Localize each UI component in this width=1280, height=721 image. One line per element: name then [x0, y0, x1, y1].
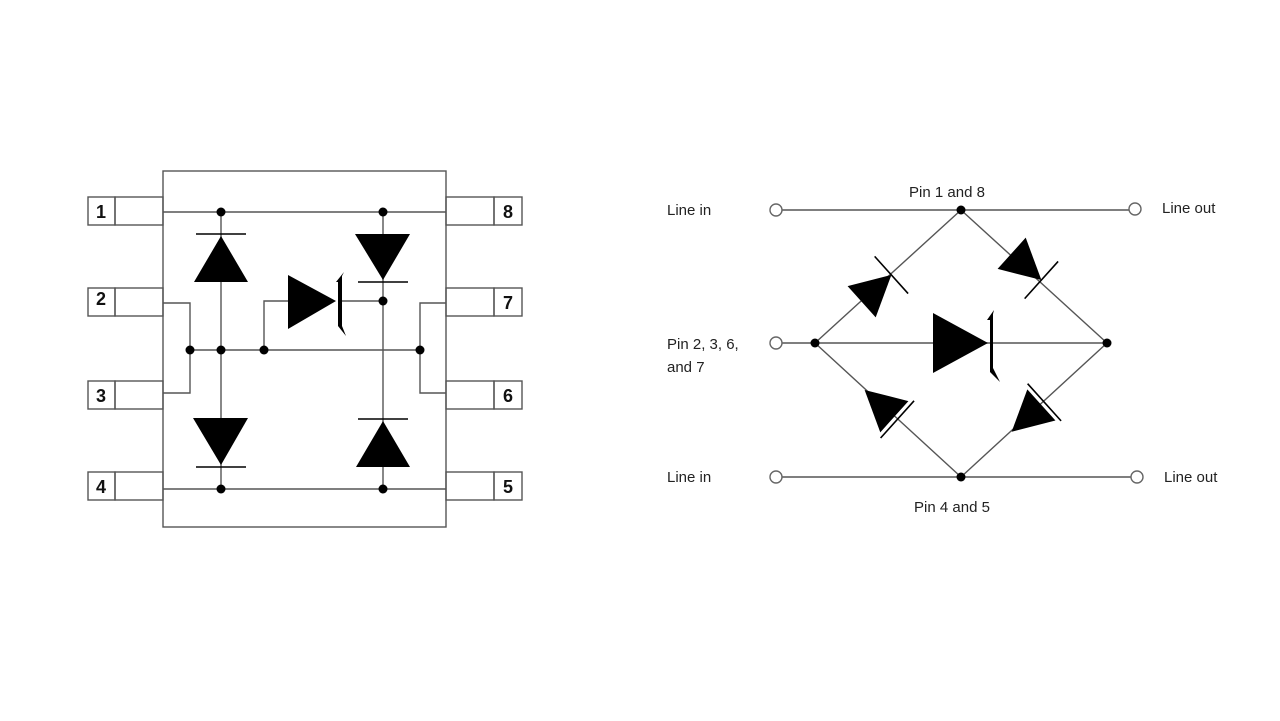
package-diagram: 1 2 3 4 8 7 6	[87, 170, 523, 528]
terminals	[769, 202, 1144, 484]
pin-3-label: 3	[96, 386, 106, 406]
label-pin-2367-line1: Pin 2, 3, 6,	[667, 336, 739, 353]
label-line-out-bottom: Line out	[1164, 469, 1218, 486]
terminal-line-in-bottom	[769, 470, 783, 484]
pin-4: 4	[87, 471, 164, 501]
diode-bottom-left	[193, 418, 248, 468]
terminal-line-in-top	[769, 203, 783, 217]
schematic-junction-dots	[810, 205, 1112, 482]
pin-7: 7	[445, 287, 523, 317]
pin-6: 6	[445, 380, 523, 410]
terminal-line-out-top	[1128, 202, 1142, 216]
label-pin-4-and-5: Pin 4 and 5	[914, 499, 990, 516]
diode-bottom-right	[356, 418, 410, 467]
junction-dots	[185, 207, 425, 494]
pin-5-label: 5	[503, 477, 513, 497]
bridge-diode-upper-left	[847, 255, 909, 318]
diode-top-left	[194, 233, 248, 282]
label-pin-1-and-8: Pin 1 and 8	[909, 184, 985, 201]
bridge-schematic: Line in Line out Pin 1 and 8 Pin 2, 3, 6…	[667, 184, 1218, 516]
pin-5: 5	[445, 471, 523, 501]
diode-top-right	[355, 234, 410, 283]
label-line-in-top: Line in	[667, 202, 711, 219]
pin-6-label: 6	[503, 386, 513, 406]
zener-diode	[288, 272, 346, 336]
bridge-diode-upper-right	[997, 237, 1059, 300]
pin-2: 2	[87, 287, 164, 317]
pin-2-label: 2	[96, 289, 106, 309]
label-pin-2367-line2: and 7	[667, 359, 705, 376]
internal-wiring	[163, 211, 446, 490]
pin-3: 3	[87, 380, 164, 410]
bridge-diode-lower-right	[1011, 383, 1062, 432]
label-line-out-top: Line out	[1162, 200, 1216, 217]
label-line-in-bottom: Line in	[667, 469, 711, 486]
pin-1: 1	[87, 196, 164, 226]
bridge-zener-diode	[933, 310, 1000, 382]
package-body	[162, 170, 447, 528]
pin-7-label: 7	[503, 293, 513, 313]
pin-8-label: 8	[503, 202, 513, 222]
pin-4-label: 4	[96, 477, 106, 497]
pin-1-label: 1	[96, 202, 106, 222]
terminal-pin-2367	[769, 336, 783, 350]
bridge-diode-lower-left	[864, 389, 915, 439]
pin-8: 8	[445, 196, 523, 226]
terminal-line-out-bottom	[1130, 470, 1144, 484]
